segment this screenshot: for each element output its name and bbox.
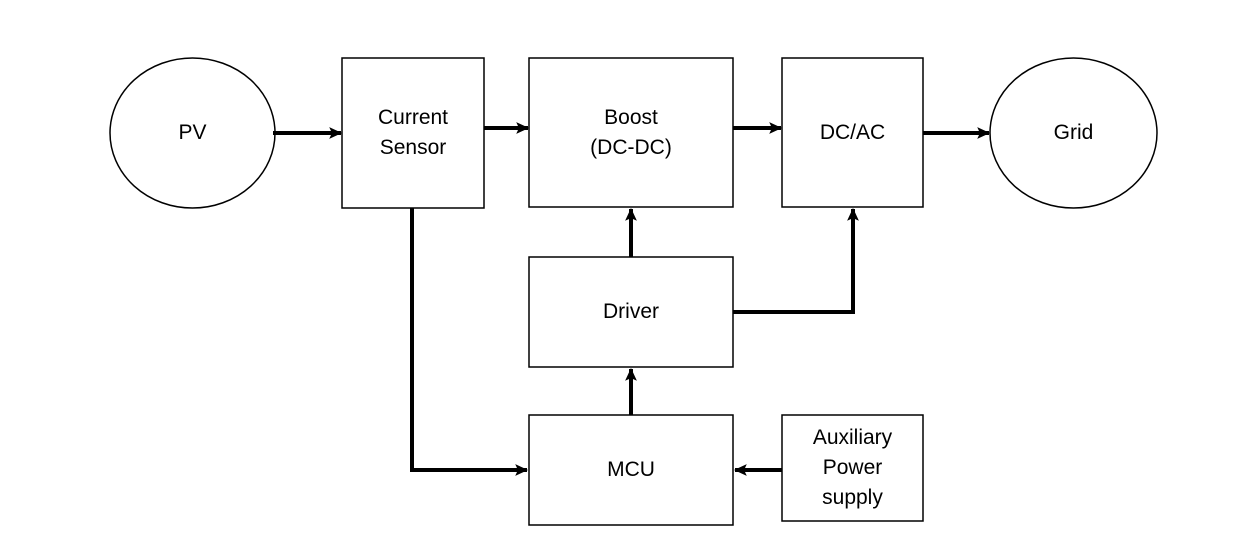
connector-driver-to-dc-ac bbox=[733, 207, 859, 314]
node-shape-dc-ac[interactable] bbox=[781, 57, 924, 208]
node-shape-grid[interactable] bbox=[989, 57, 1158, 209]
connector-current-sensor-to-mcu bbox=[410, 208, 529, 476]
node-shape-boost[interactable] bbox=[528, 57, 734, 208]
node-shape-current-sensor[interactable] bbox=[341, 57, 485, 209]
node-shape-pv[interactable] bbox=[109, 57, 276, 209]
node-shape-aux-power-supply[interactable] bbox=[781, 414, 924, 522]
node-shape-driver[interactable] bbox=[528, 256, 734, 368]
node-shape-mcu[interactable] bbox=[528, 414, 734, 526]
